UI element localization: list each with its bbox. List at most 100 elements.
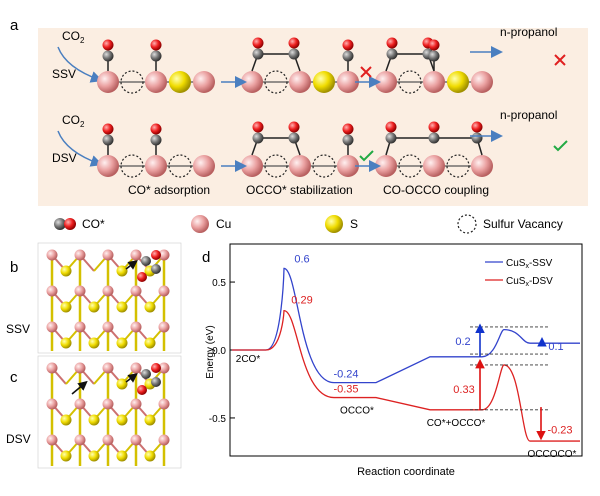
cu-atom <box>375 155 397 177</box>
panel-c-label: c <box>10 369 18 386</box>
cu-atom <box>74 249 86 261</box>
cu-atom <box>158 285 170 297</box>
sulfur-vacancy <box>312 154 336 178</box>
oxygen-atom <box>342 123 354 135</box>
s-atom <box>447 71 469 93</box>
co2-label-dsv: CO2 <box>62 113 85 129</box>
indicator-arrow <box>125 260 138 270</box>
cu-atom <box>145 71 167 93</box>
cu-atom <box>46 362 58 374</box>
carbon-atom-icon <box>54 218 66 230</box>
ssv-label: SSV <box>52 67 76 81</box>
cu-atom <box>74 398 86 410</box>
cu-atom <box>46 398 58 410</box>
oxygen-atom <box>150 123 162 135</box>
panel-a-label: a <box>10 17 19 34</box>
cu-atom <box>193 71 215 93</box>
cu-atom <box>158 321 170 333</box>
cu-atom <box>241 155 263 177</box>
step-label-adsorption: CO* adsorption <box>128 183 210 197</box>
data-label: -0.35 <box>333 384 358 396</box>
product-label-ssv: n-propanol <box>500 25 557 39</box>
flow-arrow <box>57 46 103 83</box>
cu-atom <box>145 155 167 177</box>
carbon-atom <box>150 50 162 62</box>
cu-atom <box>130 249 142 261</box>
y-tick-label: 0.5 <box>212 278 226 289</box>
data-label: 0.1 <box>548 341 563 353</box>
step-label-stabilization: OCCO* stabilization <box>246 183 353 197</box>
panel-b-label: b <box>10 259 18 276</box>
panel-d-label: d <box>202 249 210 266</box>
s-atom <box>60 265 72 277</box>
oxygen-atom <box>150 39 162 51</box>
s-atom <box>116 265 128 277</box>
s-atom <box>116 301 128 313</box>
cu-atom <box>102 321 114 333</box>
check-icon <box>553 140 568 152</box>
legend-vacancy: Sulfur Vacancy <box>483 217 563 231</box>
data-label: 0.33 <box>453 384 474 396</box>
carbon-atom <box>150 134 162 146</box>
carbon-atom <box>151 377 161 387</box>
oxygen-atom <box>288 37 300 49</box>
cu-atom <box>471 71 493 93</box>
carbon-atom <box>151 264 161 274</box>
oxygen-atom <box>252 121 264 133</box>
cu-atom <box>102 249 114 261</box>
data-label: 0.29 <box>291 295 312 307</box>
s-atom-icon <box>325 215 343 233</box>
carbon-atom <box>141 256 151 266</box>
sulfur-vacancy <box>264 154 288 178</box>
cu-atom <box>102 434 114 446</box>
oxygen-atom <box>471 121 483 133</box>
indicator-arrow <box>71 380 88 395</box>
oxygen-atom <box>342 39 354 51</box>
data-label: 0.6 <box>294 253 309 265</box>
carbon-atom <box>252 132 264 144</box>
carbon-atom <box>288 132 300 144</box>
oxygen-atom <box>428 39 440 51</box>
s-atom <box>60 450 72 462</box>
oxygen-atom-icon <box>64 218 76 230</box>
s-atom <box>116 337 128 349</box>
x-axis-label: Reaction coordinate <box>357 466 455 478</box>
cross-icon <box>554 54 566 66</box>
cu-atom <box>74 362 86 374</box>
carbon-atom <box>386 48 398 60</box>
state-label: CO*+OCCO* <box>427 418 486 429</box>
crystal-structure-ssv <box>37 242 182 354</box>
flow-arrow <box>57 130 103 167</box>
step-label-coupling: CO-OCCO coupling <box>383 183 489 197</box>
s-atom <box>116 450 128 462</box>
oxygen-atom <box>102 123 114 135</box>
legend-panel-a: CO* Cu S Sulfur Vacancy <box>54 214 563 234</box>
product-label-dsv: n-propanol <box>500 108 557 122</box>
cu-atom <box>337 155 359 177</box>
carbon-atom <box>428 132 440 144</box>
legend-cu: Cu <box>216 217 231 231</box>
carbon-atom <box>471 132 483 144</box>
cu-atom <box>97 71 119 93</box>
panel-a: a CO2 SSV CO2 DSV n-propanol n-propanol … <box>10 17 588 234</box>
sulfur-vacancy <box>120 154 144 178</box>
state-label: 2CO* <box>236 354 261 365</box>
check-icon <box>359 150 374 162</box>
s-atom <box>88 301 100 313</box>
oxygen-atom <box>288 121 300 133</box>
panel-c-name: DSV <box>6 432 31 446</box>
y-tick-label: -0.5 <box>209 414 227 425</box>
panel-c: c DSV <box>6 355 182 469</box>
s-atom <box>169 71 191 93</box>
cu-atom <box>130 321 142 333</box>
cu-atom <box>46 434 58 446</box>
cu-atom <box>241 71 263 93</box>
s-atom <box>116 378 128 390</box>
data-label: -0.24 <box>333 369 358 381</box>
oxygen-atom <box>151 363 161 373</box>
carbon-atom <box>342 134 354 146</box>
legend-label-ssv: CuSx-SSV <box>506 258 553 270</box>
s-atom <box>88 414 100 426</box>
